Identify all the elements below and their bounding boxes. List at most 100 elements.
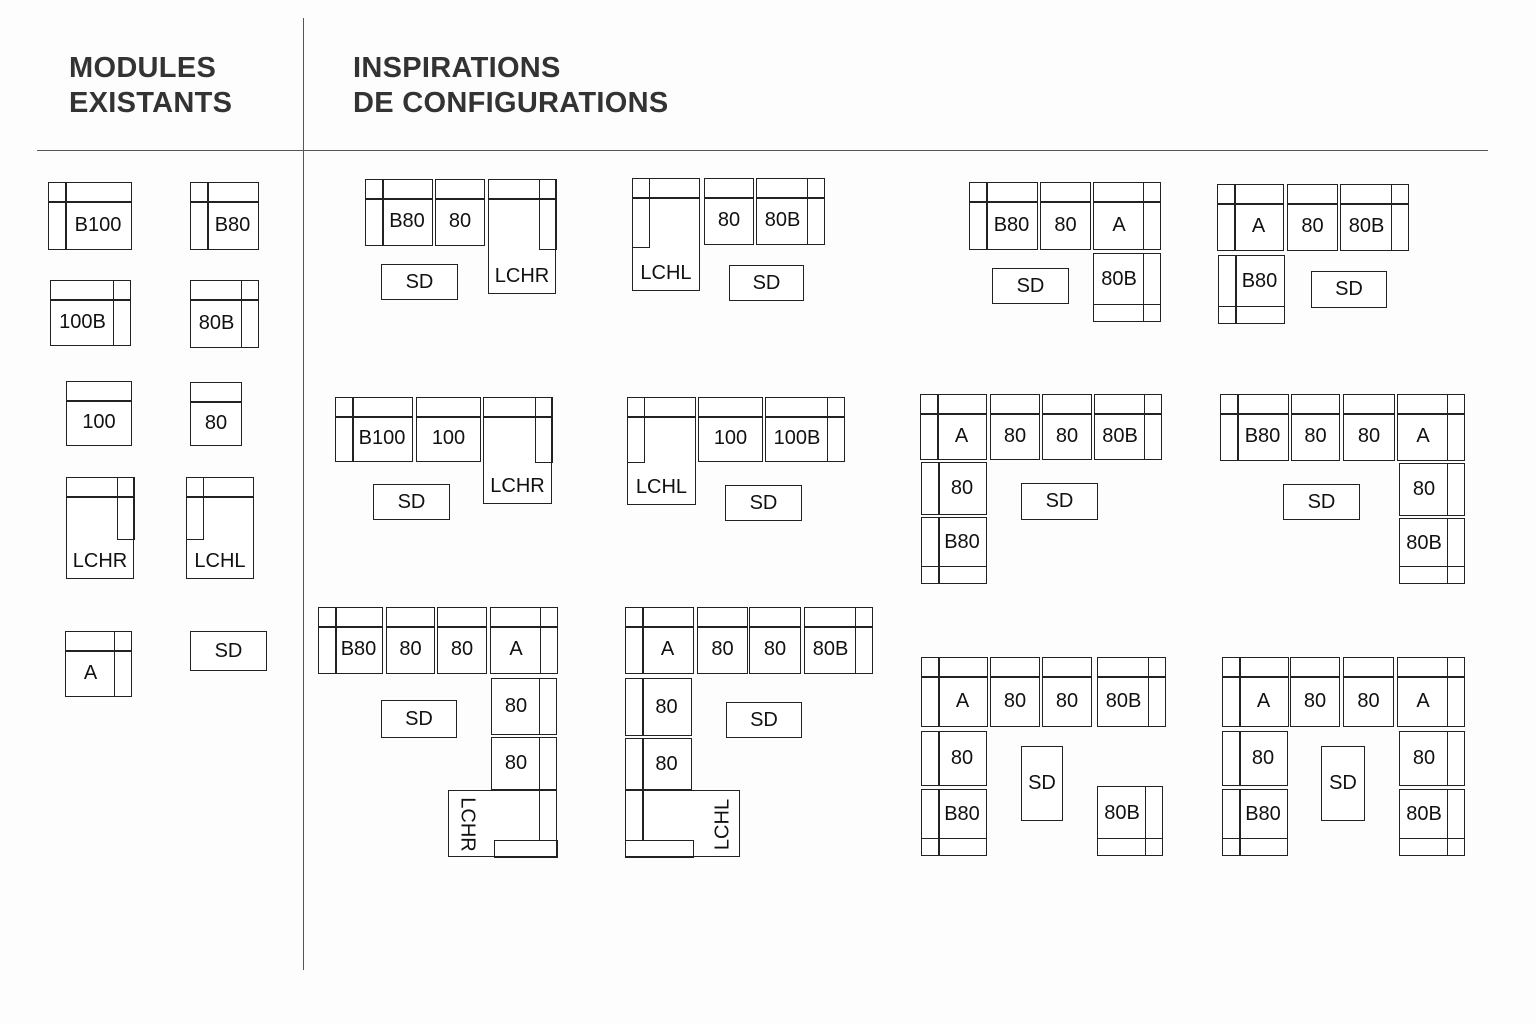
chaise-line [538,178,557,250]
armrest-line [1219,305,1284,307]
module-label: 80B [1406,803,1442,825]
module-label: B80 [1244,425,1281,447]
module-label: 80 [1357,425,1381,447]
inspirations-heading-line1: INSPIRATIONS [353,52,561,84]
backrest-line [633,197,699,199]
inspirations-heading: INSPIRATIONS DE CONFIGURATIONS [353,51,669,121]
module-label: LCHL [194,549,246,572]
backrest-line [750,626,800,628]
backrest-line [191,299,258,301]
armrest-line [1142,254,1144,321]
backrest-line [921,413,986,415]
module-label: 80 [1003,424,1027,447]
configuration-piece: 80 [749,607,801,674]
configuration-piece: 80 [625,678,692,736]
armrest-line [538,791,540,840]
backrest-line [1218,203,1283,205]
backrest-line [1098,676,1165,678]
module-label: A [83,661,98,684]
configuration-piece: 80B [1094,394,1162,460]
configuration-piece: 100 [416,397,481,462]
module-label: LCHL [635,475,688,498]
configuration-piece: A [1397,657,1465,727]
configuration-piece: LCHR [488,178,557,294]
configuration-piece: 80 [1399,731,1465,786]
configuration-piece: B80 [318,607,383,674]
chaise-line [494,839,558,858]
module-piece: LCHR [66,476,135,579]
configuration-piece: B80 [1222,789,1288,856]
module-label: A [1416,689,1430,712]
module-piece: 100 [66,381,132,446]
configuration-piece: SD [1321,746,1365,821]
module-label: 80B [1348,215,1385,237]
module-piece: 100B [50,280,131,346]
configuration-piece: A [490,607,558,674]
configuration-piece: A [625,607,694,674]
backrest-line [705,197,753,199]
module-label: A [1112,213,1126,236]
module-label: 80 [1251,747,1275,769]
configuration-piece: 80B [1340,184,1409,251]
backrest-line [366,198,432,200]
armrest-line [826,398,828,461]
configuration-piece: 80B [804,607,873,674]
module-label: SD [750,708,778,731]
armrest-line [938,518,940,583]
backrest-line [991,676,1039,678]
module-piece: 80 [190,382,242,446]
module-label: 80B [764,209,801,231]
backrest-line [1344,676,1393,678]
backrest-line [51,299,130,301]
backrest-line [1095,413,1161,415]
armrest-line [1147,658,1149,726]
backrest-line [698,626,747,628]
module-label: B80 [389,210,425,232]
module-label: 80B [1104,801,1140,824]
module-label: 80 [763,638,787,660]
configuration-piece: A [921,657,988,727]
backrest-line [1094,201,1160,203]
module-label: A [954,424,969,447]
configuration-piece: 80 [1290,657,1340,727]
armrest-line [539,608,541,673]
armrest-line [207,183,209,249]
module-label: 80 [711,638,734,660]
module-piece: 80B [190,280,259,348]
armrest-line [538,738,540,789]
configuration-piece: B80 [1220,394,1289,461]
module-label: 80 [1304,425,1327,447]
configuration-piece: A [1217,184,1284,251]
module-label: 100 [713,427,748,449]
module-label: SD [749,491,778,514]
backrest-line [757,197,824,199]
modules-heading-line1: MODULES [69,52,217,84]
configuration-piece: SD [729,265,804,301]
configuration-piece: 80 [491,678,557,735]
chaise-line [534,396,553,463]
backrest-line [1341,203,1408,205]
module-label: SD [1016,274,1045,297]
module-label: 80 [1412,747,1436,769]
module-label: 80 [1054,213,1077,236]
configuration-piece: SD [725,485,802,521]
backrest-line [67,400,131,402]
armrest-line [112,281,114,345]
configuration-piece: LCHL [626,396,696,505]
backrest-line [436,198,484,200]
armrest-line [922,565,986,567]
module-label: SD [752,271,781,294]
module-label: SD [1307,490,1336,513]
backrest-line [1344,413,1394,415]
configuration-piece: 80 [921,462,987,515]
module-label: B100 [358,427,406,449]
backrest-line [1398,676,1464,678]
armrest-line [986,183,988,249]
armrest-line [1223,837,1287,839]
configuration-piece: 80B [1399,518,1465,584]
configuration-piece: 80 [1287,184,1338,251]
armrest-line [1446,395,1448,460]
backrest-line [626,626,693,628]
armrest-line [1446,519,1448,583]
module-label: 80 [1301,215,1324,237]
